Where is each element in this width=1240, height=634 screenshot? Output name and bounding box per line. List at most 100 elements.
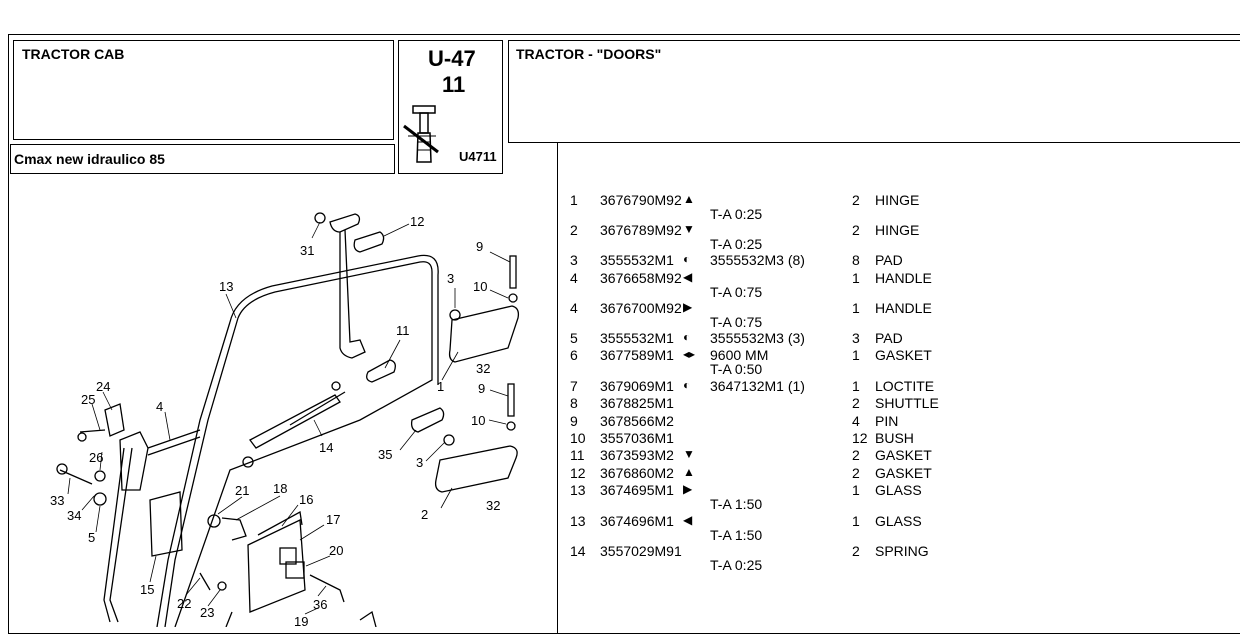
callout-number: 3 xyxy=(416,455,423,470)
alternative-part: 3647132M1 (1) xyxy=(710,378,805,394)
callout-number: 3 xyxy=(447,271,454,286)
alternative-part: 3555532M3 (3) xyxy=(710,330,805,346)
group-title-frame xyxy=(508,40,1240,143)
callout-number: 16 xyxy=(299,492,313,507)
callout-number: 10 xyxy=(473,279,487,294)
callout-number: 35 xyxy=(378,447,392,462)
ref-number: 11 xyxy=(570,447,585,463)
ref-number: 4 xyxy=(570,300,578,316)
time-allowance: T-A 0:25 xyxy=(710,236,763,252)
model-name: Cmax new idraulico 85 xyxy=(14,151,165,167)
part-number: 3676700M92 xyxy=(600,300,682,316)
time-allowance: T-A 0:25 xyxy=(710,206,763,222)
ref-number: 13 xyxy=(570,482,586,498)
ref-number: 13 xyxy=(570,513,586,529)
part-number: 3676658M92 xyxy=(600,270,682,286)
parts-column-divider xyxy=(557,143,558,633)
quantity: 2 xyxy=(852,192,860,208)
description: BUSH xyxy=(875,430,914,446)
variant-symbol: ▲ xyxy=(683,192,695,206)
quantity: 1 xyxy=(852,300,860,316)
callout-number: 12 xyxy=(410,214,424,229)
description: SPRING xyxy=(875,543,929,559)
description: PAD xyxy=(875,252,903,268)
callout-number: 21 xyxy=(235,483,249,498)
part-number: 3674696M1 xyxy=(600,513,674,529)
callout-number: 1 xyxy=(437,379,444,394)
description: GASKET xyxy=(875,447,932,463)
variant-symbol: ▲ xyxy=(683,465,695,479)
ref-number: 9 xyxy=(570,413,578,429)
quantity: 2 xyxy=(852,465,860,481)
variant-symbol: ▶ xyxy=(683,482,693,496)
callout-number: 34 xyxy=(67,508,81,523)
description: HANDLE xyxy=(875,270,932,286)
variant-symbol: ▼ xyxy=(683,222,695,236)
quantity: 3 xyxy=(852,330,860,346)
part-number: 3677589M1 xyxy=(600,347,674,363)
ref-number: 10 xyxy=(570,430,586,446)
time-allowance: T-A 0:75 xyxy=(710,314,763,330)
quantity: 4 xyxy=(852,413,860,429)
part-number: 3555532M1 xyxy=(600,252,674,268)
callout-number: 11 xyxy=(396,323,410,338)
alternative-part: 3555532M3 (8) xyxy=(710,252,805,268)
description: SHUTTLE xyxy=(875,395,939,411)
ref-number: 3 xyxy=(570,252,578,268)
title-frame xyxy=(13,40,394,140)
callout-number: 13 xyxy=(219,279,233,294)
variant-symbol: ◐ xyxy=(683,252,691,266)
part-number: 3676789M92 xyxy=(600,222,682,238)
quantity: 2 xyxy=(852,447,860,463)
quantity: 1 xyxy=(852,347,860,363)
model-frame xyxy=(10,144,395,174)
part-number: 3557036M1 xyxy=(600,430,674,446)
ref-number: 5 xyxy=(570,330,578,346)
description: LOCTITE xyxy=(875,378,935,394)
time-allowance: T-A 1:50 xyxy=(710,496,763,512)
tool-icon xyxy=(403,105,439,163)
quantity: 1 xyxy=(852,482,860,498)
part-number: 3557029M91 xyxy=(600,543,682,559)
callout-number: 15 xyxy=(140,582,154,597)
quantity: 12 xyxy=(852,430,868,446)
description: PIN xyxy=(875,413,899,429)
part-number: 3673593M2 xyxy=(600,447,674,463)
quantity: 2 xyxy=(852,395,860,411)
part-number: 3555532M1 xyxy=(600,330,674,346)
alternative-part: 9600 MM xyxy=(710,347,769,363)
ref-number: 2 xyxy=(570,222,578,238)
section-title: TRACTOR CAB xyxy=(22,46,125,62)
ref-number: 1 xyxy=(570,192,578,208)
part-number: 3678566M2 xyxy=(600,413,674,429)
callout-number: 14 xyxy=(319,440,333,455)
part-number: 3674695M1 xyxy=(600,482,674,498)
variant-symbol: ▶ xyxy=(683,300,693,314)
quantity: 8 xyxy=(852,252,860,268)
callout-number: 17 xyxy=(326,512,340,527)
description: GASKET xyxy=(875,465,932,481)
time-allowance: T-A 0:25 xyxy=(710,557,763,573)
page-code: U-47 xyxy=(428,46,476,71)
quantity: 1 xyxy=(852,378,860,394)
description: HINGE xyxy=(875,222,920,238)
part-number: 3676860M2 xyxy=(600,465,674,481)
callout-number: 20 xyxy=(329,543,343,558)
callout-number: 9 xyxy=(478,381,485,396)
variant-symbol: ▼ xyxy=(683,447,695,461)
description: PAD xyxy=(875,330,903,346)
callout-number: 18 xyxy=(273,481,287,496)
callout-number: 25 xyxy=(81,392,95,407)
image-ref: U4711 xyxy=(459,149,497,164)
quantity: 2 xyxy=(852,543,860,559)
callout-number: 22 xyxy=(177,596,191,611)
description: GLASS xyxy=(875,482,922,498)
ref-number: 7 xyxy=(570,378,578,394)
variant-symbol: ◂▸ xyxy=(683,347,696,361)
quantity: 1 xyxy=(852,270,860,286)
callout-number: 24 xyxy=(96,379,110,394)
ref-number: 4 xyxy=(570,270,578,286)
variant-symbol: ◀ xyxy=(683,513,693,527)
description: GASKET xyxy=(875,347,932,363)
description: HANDLE xyxy=(875,300,932,316)
